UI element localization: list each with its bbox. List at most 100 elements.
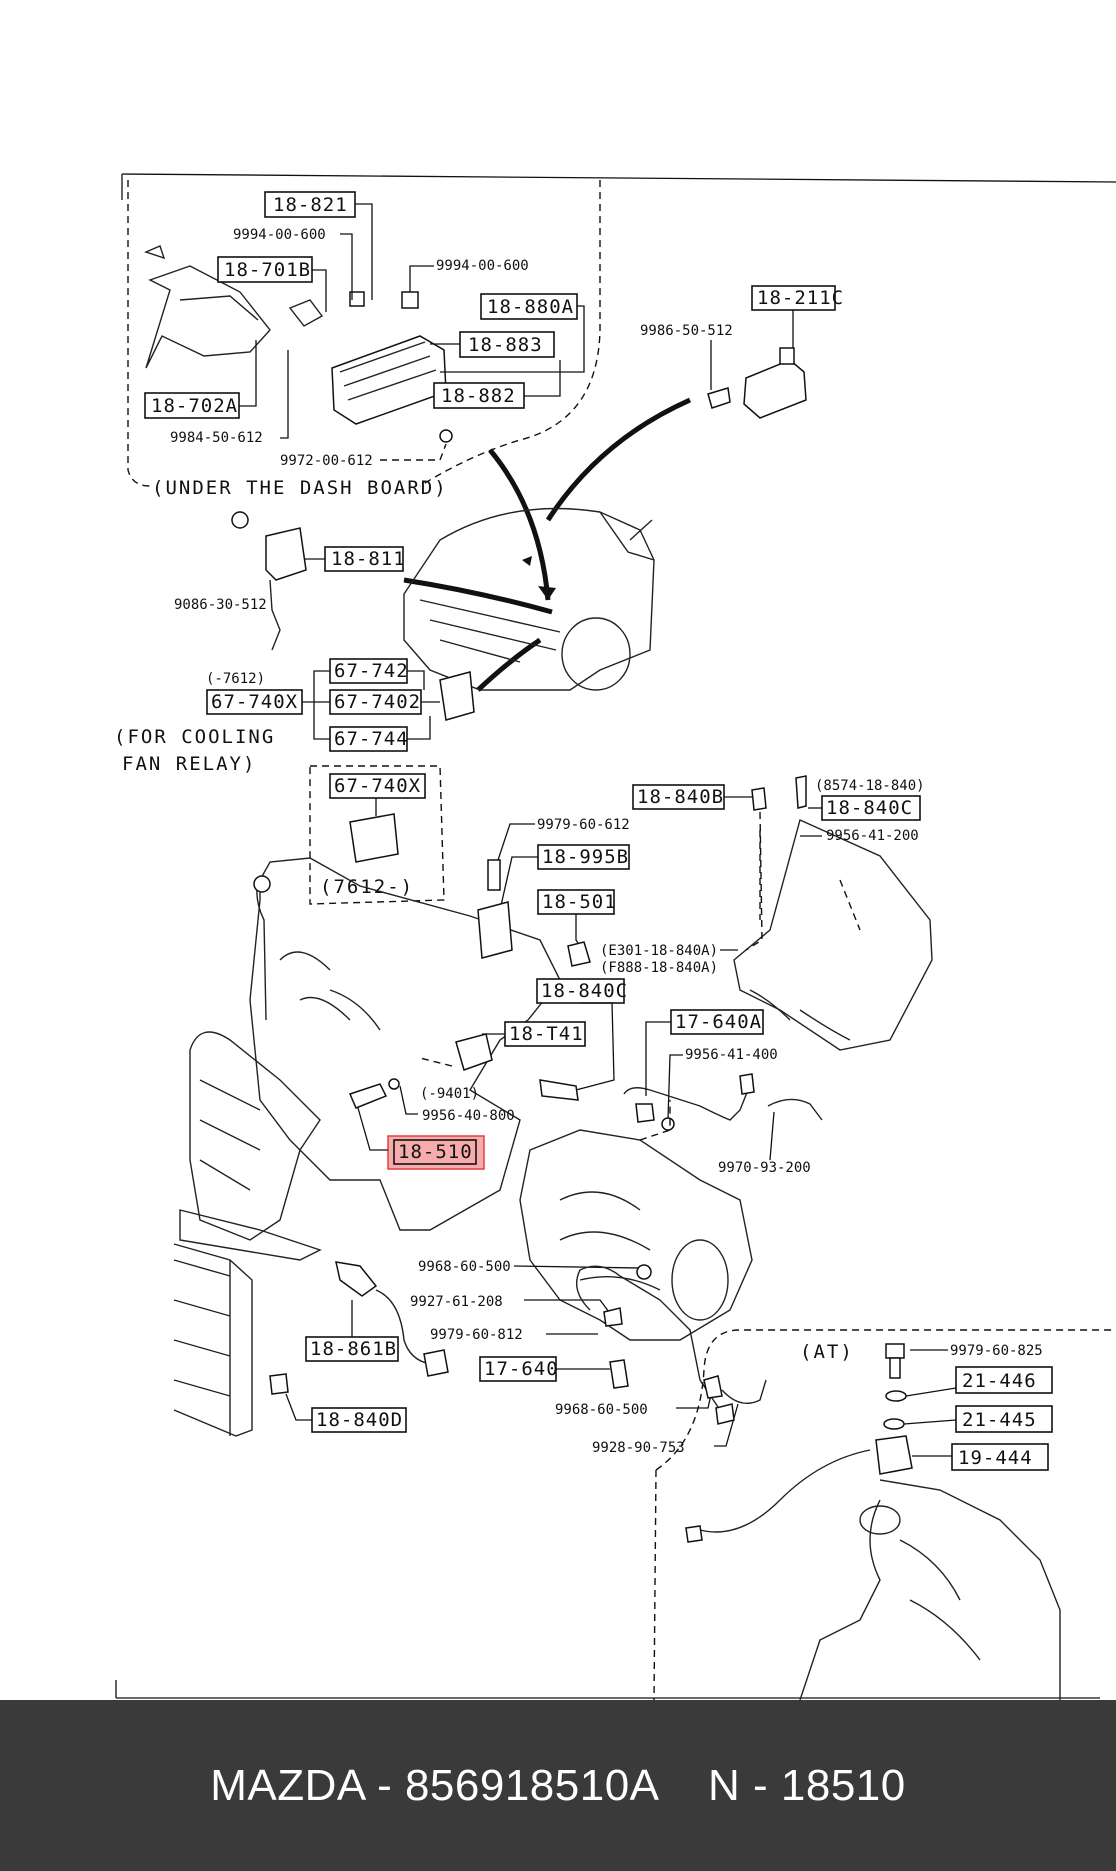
leader-18-701b: [312, 269, 327, 312]
label-box-18-821: [264, 191, 356, 218]
dash-region-left: [127, 180, 152, 487]
dash-18-840b: [745, 811, 763, 951]
relay-18-811-sketch: [231, 511, 307, 651]
label-18-211c: 18-211C: [757, 287, 844, 309]
leader-18-995b: [499, 856, 538, 911]
leader-18-510: [357, 1107, 388, 1151]
leader-67-group: [302, 670, 330, 740]
pn-9994-00-600-a: 9994-00-600: [233, 227, 326, 243]
leader-21-446: [905, 1387, 957, 1397]
leader-18-882: [524, 360, 561, 397]
label-box-67-742: [329, 658, 408, 684]
sensor-18-861b: [335, 1261, 378, 1297]
arrow-to-car-3: [403, 577, 553, 615]
label-18-840c: 18-840C: [541, 980, 628, 1002]
label-18-510: 18-510: [398, 1141, 473, 1163]
label-box-18-840c: [536, 978, 625, 1004]
leader-9927: [524, 1299, 613, 1317]
sensor-18-501: [567, 941, 591, 967]
sensor-18-840c-top: [795, 775, 807, 809]
label-19-444: 19-444: [958, 1447, 1033, 1469]
label-box-18-880a: [480, 293, 578, 320]
label-box-18-883: [459, 331, 555, 358]
pn-9994-00-600-b: 9994-00-600: [436, 258, 529, 274]
label-67-742: 67-742: [334, 660, 409, 682]
leader-9984: [280, 350, 289, 439]
label-box-18-510: [393, 1139, 477, 1165]
label-box-67-740x-b: [329, 773, 426, 799]
leader-18-501: [575, 914, 581, 947]
label-18-840c-top: 18-840C: [826, 797, 913, 819]
parts-diagram: (UNDER THE DASH BOARD) 18-821 9994-00-60…: [114, 173, 1116, 1700]
at-transmission-sketch: [685, 1449, 1061, 1700]
pn-9986-50-512: 9986-50-512: [640, 323, 733, 339]
label-box-21-446: [955, 1366, 1053, 1394]
pn-9956-40-800: 9956-40-800: [422, 1108, 515, 1124]
dash-18-t41: [419, 1057, 453, 1067]
car-front-sketch: [403, 507, 655, 691]
label-18-t41: 18-T41: [509, 1023, 584, 1045]
relay-7612-sketch: [349, 813, 399, 863]
pn-9984-50-612: 9984-50-612: [170, 430, 263, 446]
pn-9928-90-753: 9928-90-753: [592, 1440, 685, 1456]
pn-f888-18-840a: (F888-18-840A): [600, 960, 718, 976]
pn-9968-60-500-a: 9968-60-500: [418, 1259, 511, 1275]
note-fan-relay-1: (FOR COOLING: [114, 726, 275, 748]
leader-18-840d: [285, 1393, 312, 1421]
switch-17-640a-sketch: [623, 1073, 755, 1131]
thermo-18-t41: [455, 1033, 493, 1071]
pn-9401: (-9401): [420, 1086, 479, 1102]
note-7612: (7612-): [320, 876, 414, 898]
note-under-dash: (UNDER THE DASH BOARD): [152, 477, 448, 499]
label-box-21-445: [955, 1405, 1053, 1433]
leader-9968-a: [513, 1265, 641, 1269]
sensor-18-510-sketch: [348, 1083, 388, 1109]
leader-9956-40-800: [399, 1085, 418, 1115]
label-18-861b: 18-861B: [310, 1338, 397, 1360]
pn-9968-60-500-b: 9968-60-500: [555, 1402, 648, 1418]
pn-8574-18-840: (8574-18-840): [815, 778, 925, 794]
label-18-701b: 18-701B: [224, 259, 311, 281]
label-67-740x: 67-740X: [211, 691, 298, 713]
arrow-to-car-1: [488, 448, 551, 601]
pn-9979-60-825: 9979-60-825: [950, 1343, 1043, 1359]
leader-9994-b: [409, 265, 434, 292]
label-box-18-811: [324, 546, 404, 572]
pn-9970-93-200: 9970-93-200: [718, 1160, 811, 1176]
label-21-445: 21-445: [962, 1409, 1037, 1431]
label-box-18-840d: [311, 1407, 407, 1433]
sensor-18-840b: [751, 787, 767, 811]
leader-9994-a: [340, 233, 353, 300]
at-bolt-sketch: [875, 1343, 913, 1475]
leader-9970-93-200: [769, 1111, 775, 1161]
pn-9979-60-812: 9979-60-812: [430, 1327, 523, 1343]
label-17-640a: 17-640A: [675, 1011, 762, 1033]
label-box-18-995b: [537, 844, 630, 870]
label-18-840d: 18-840D: [316, 1409, 403, 1431]
leader-18-821: [355, 203, 373, 300]
label-18-995b: 18-995B: [542, 846, 629, 868]
harness-9970-sketch: [767, 1098, 823, 1121]
arrowhead-1: [538, 586, 556, 600]
frame-top-line: [121, 173, 1116, 183]
sensor-18-840d: [269, 1373, 289, 1395]
pn-9086-30-512: 9086-30-512: [174, 597, 267, 613]
leader-9956-41-400: [667, 1054, 683, 1121]
leader-9972: [380, 443, 447, 461]
label-21-446: 21-446: [962, 1370, 1037, 1392]
label-18-840b: 18-840B: [637, 786, 724, 808]
label-18-811: 18-811: [331, 548, 406, 570]
relay-67-sketch: [439, 671, 475, 721]
sensor-18-840c: [539, 1079, 579, 1101]
harness-lower-sketch: [703, 1375, 767, 1425]
radiator-sketch: [173, 1243, 253, 1437]
label-18-501: 18-501: [542, 891, 617, 913]
leader-17-640a: [645, 1021, 671, 1096]
harness-18-861b: [375, 1289, 440, 1365]
map-sensor-sketch: [707, 347, 807, 419]
label-18-702a: 18-702A: [151, 395, 238, 417]
pn-9956-41-200: 9956-41-200: [826, 828, 919, 844]
arrow-to-car-4: [476, 637, 542, 692]
footer-bar: MAZDA - 856918510A N - 18510: [0, 1700, 1116, 1871]
label-box-18-840b: [632, 784, 725, 810]
